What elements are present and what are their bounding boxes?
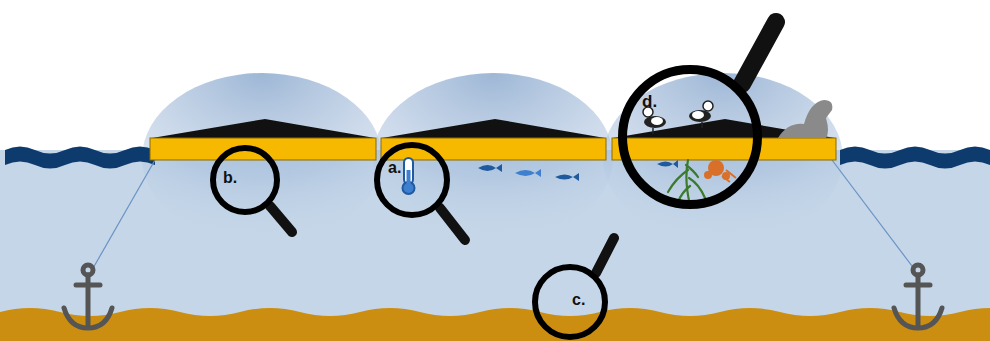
- mooring-line: [832, 160, 915, 270]
- magnified-life: [643, 101, 730, 205]
- magnifier-lens: a.: [374, 142, 450, 218]
- callout-letter: a.: [388, 160, 401, 176]
- solar-panel: [382, 119, 605, 138]
- magnifier-lens: d.: [618, 65, 762, 209]
- fish: [478, 160, 678, 181]
- callout-letter: b.: [223, 170, 237, 186]
- solar-panel: [152, 119, 375, 138]
- anchor-symbol: [894, 265, 942, 328]
- anchor-symbol: [64, 265, 112, 328]
- mooring-line: [92, 160, 155, 270]
- seabed: [0, 308, 990, 341]
- callout-letter: d.: [642, 93, 657, 110]
- magnifier-lens: b.: [210, 145, 280, 215]
- sea-lion: [778, 100, 832, 138]
- magnifier-lens: c.: [532, 264, 608, 340]
- shade: [603, 73, 843, 243]
- float: [612, 138, 836, 160]
- callout-letter: c.: [572, 292, 585, 308]
- coral: [722, 170, 736, 182]
- magnifier-handle: [270, 22, 776, 273]
- shade: [142, 73, 382, 243]
- thermometer-symbol: [403, 158, 415, 194]
- wave: [840, 147, 990, 169]
- wave: [5, 147, 155, 169]
- shade: [373, 73, 613, 243]
